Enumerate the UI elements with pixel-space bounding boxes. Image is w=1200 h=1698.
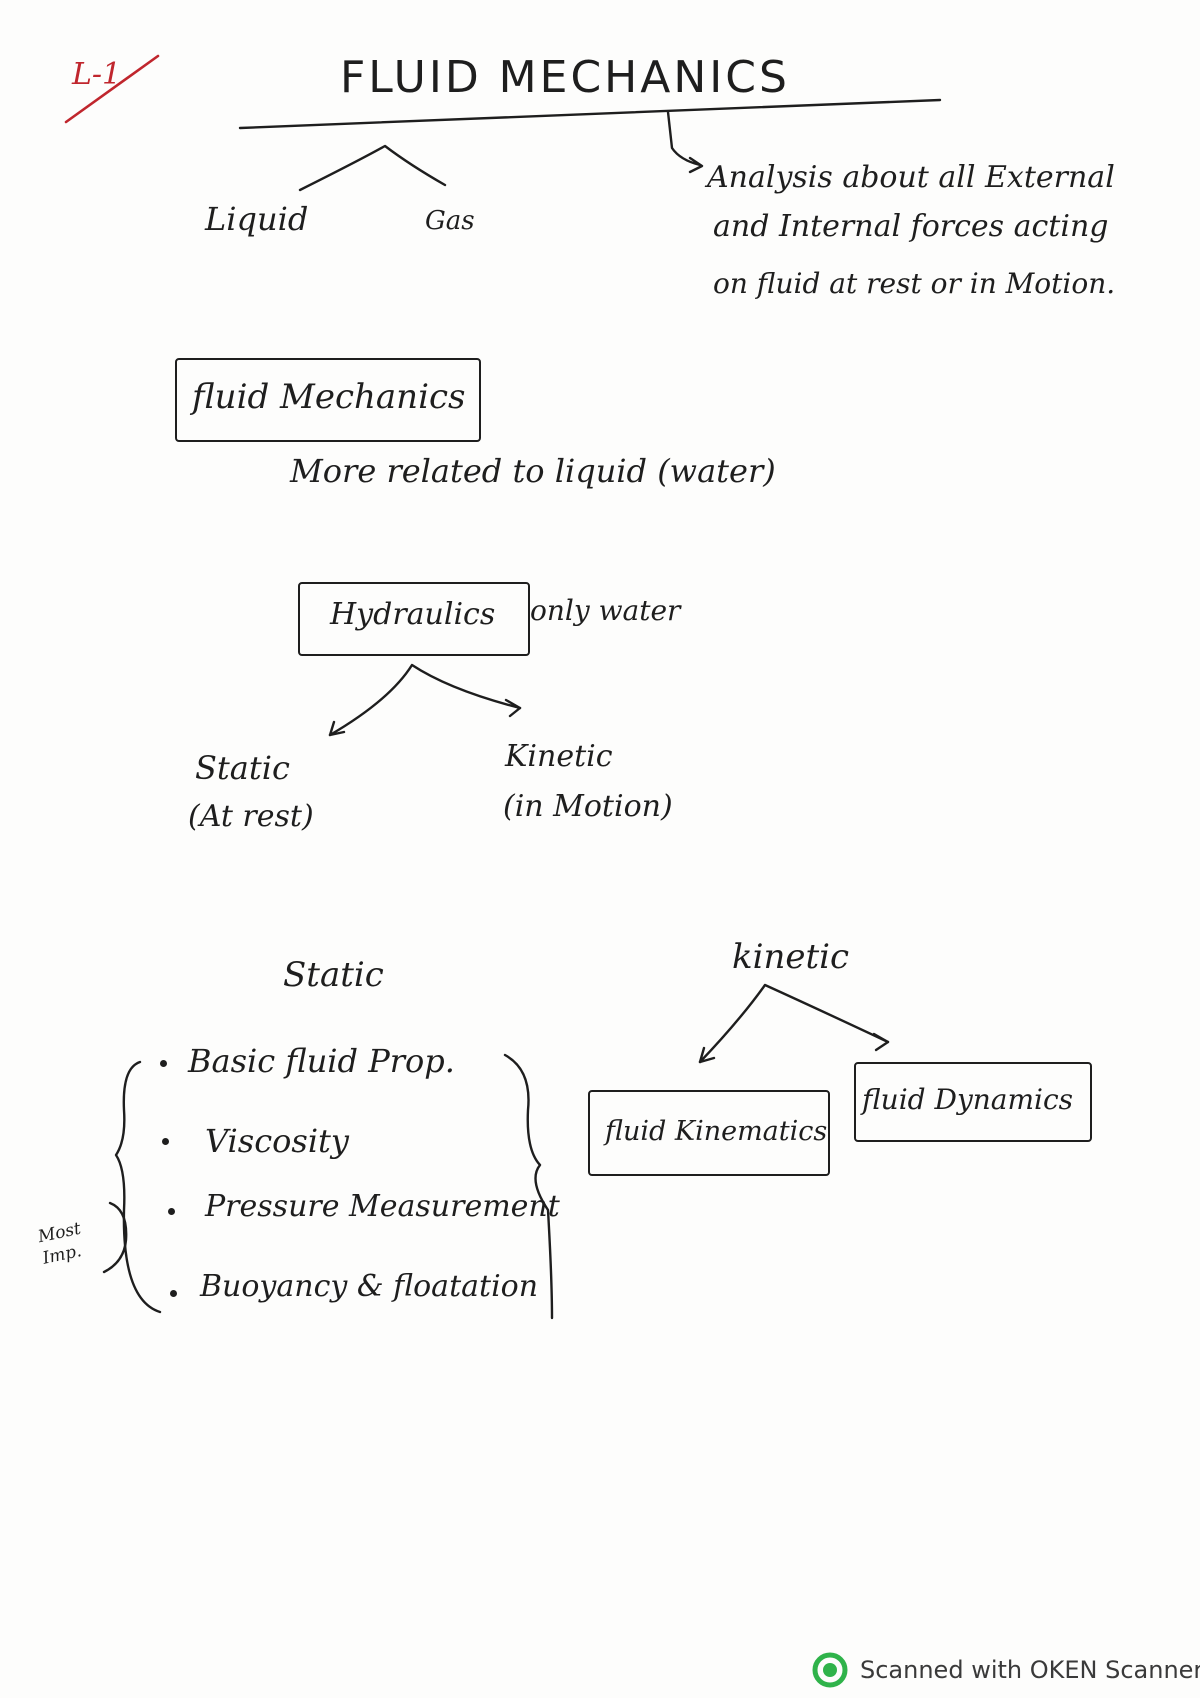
box-fluid-kinematics [588, 1090, 830, 1176]
box-fluid-mechanics-label: fluid Mechanics [192, 377, 466, 417]
kinetic-heading: kinetic [732, 937, 850, 977]
branch-gas: Gas [425, 206, 475, 236]
static-topic-2: Viscosity [205, 1122, 349, 1160]
bullet-4 [170, 1290, 177, 1297]
static-label: Static [195, 749, 290, 787]
liquid-gas-branch [298, 144, 447, 192]
scanner-watermark: Scanned with OKEN Scanner [812, 1652, 1200, 1688]
bullet-2 [162, 1138, 169, 1145]
bullet-1 [160, 1060, 167, 1067]
analysis-arrow [666, 110, 704, 174]
kinetic-sub: (in Motion) [503, 789, 673, 824]
arrow-kinematics-head [698, 1046, 716, 1064]
box-fluid-kinematics-label: fluid Kinematics [605, 1116, 828, 1147]
title-underline [238, 98, 942, 130]
only-water-text: only water [530, 594, 681, 627]
arrow-kinetic-head [504, 698, 522, 718]
box-hydraulics [298, 582, 530, 656]
analysis-line-1: Analysis about all External [707, 160, 1115, 195]
bullet-3 [168, 1208, 175, 1215]
static-heading: Static [283, 955, 384, 995]
box-fluid-dynamics-label: fluid Dynamics [862, 1083, 1074, 1116]
scanner-text: Scanned with OKEN Scanner [860, 1656, 1200, 1684]
branch-liquid: Liquid [205, 200, 309, 238]
box-fluid-dynamics [854, 1062, 1092, 1142]
kinetic-branch [698, 983, 890, 1064]
arrow-static-head [328, 720, 346, 737]
most-imp-brace [102, 1201, 128, 1274]
most-imp-note: Most Imp. [36, 1218, 84, 1269]
static-topic-1: Basic fluid Prop. [188, 1042, 455, 1080]
hydraulics-branch [328, 663, 522, 737]
page-title: FLUID MECHANICS [340, 52, 790, 103]
arrow-dynamics-head [872, 1032, 890, 1052]
left-brace [114, 1060, 162, 1314]
static-sub: (At rest) [188, 799, 314, 834]
box-hydraulics-label: Hydraulics [330, 597, 496, 632]
more-related-text: More related to liquid (water) [290, 452, 776, 490]
analysis-line-2: and Internal forces acting [713, 209, 1109, 244]
static-topic-4: Buoyancy & floatation [200, 1269, 539, 1304]
static-topic-3: Pressure Measurement [205, 1189, 560, 1224]
corner-mark: L-1 [72, 57, 122, 92]
kinetic-label: Kinetic [505, 739, 613, 774]
box-fluid-mechanics [175, 358, 481, 442]
analysis-line-3: on fluid at rest or in Motion. [713, 267, 1116, 300]
scanner-logo-icon [812, 1652, 848, 1688]
